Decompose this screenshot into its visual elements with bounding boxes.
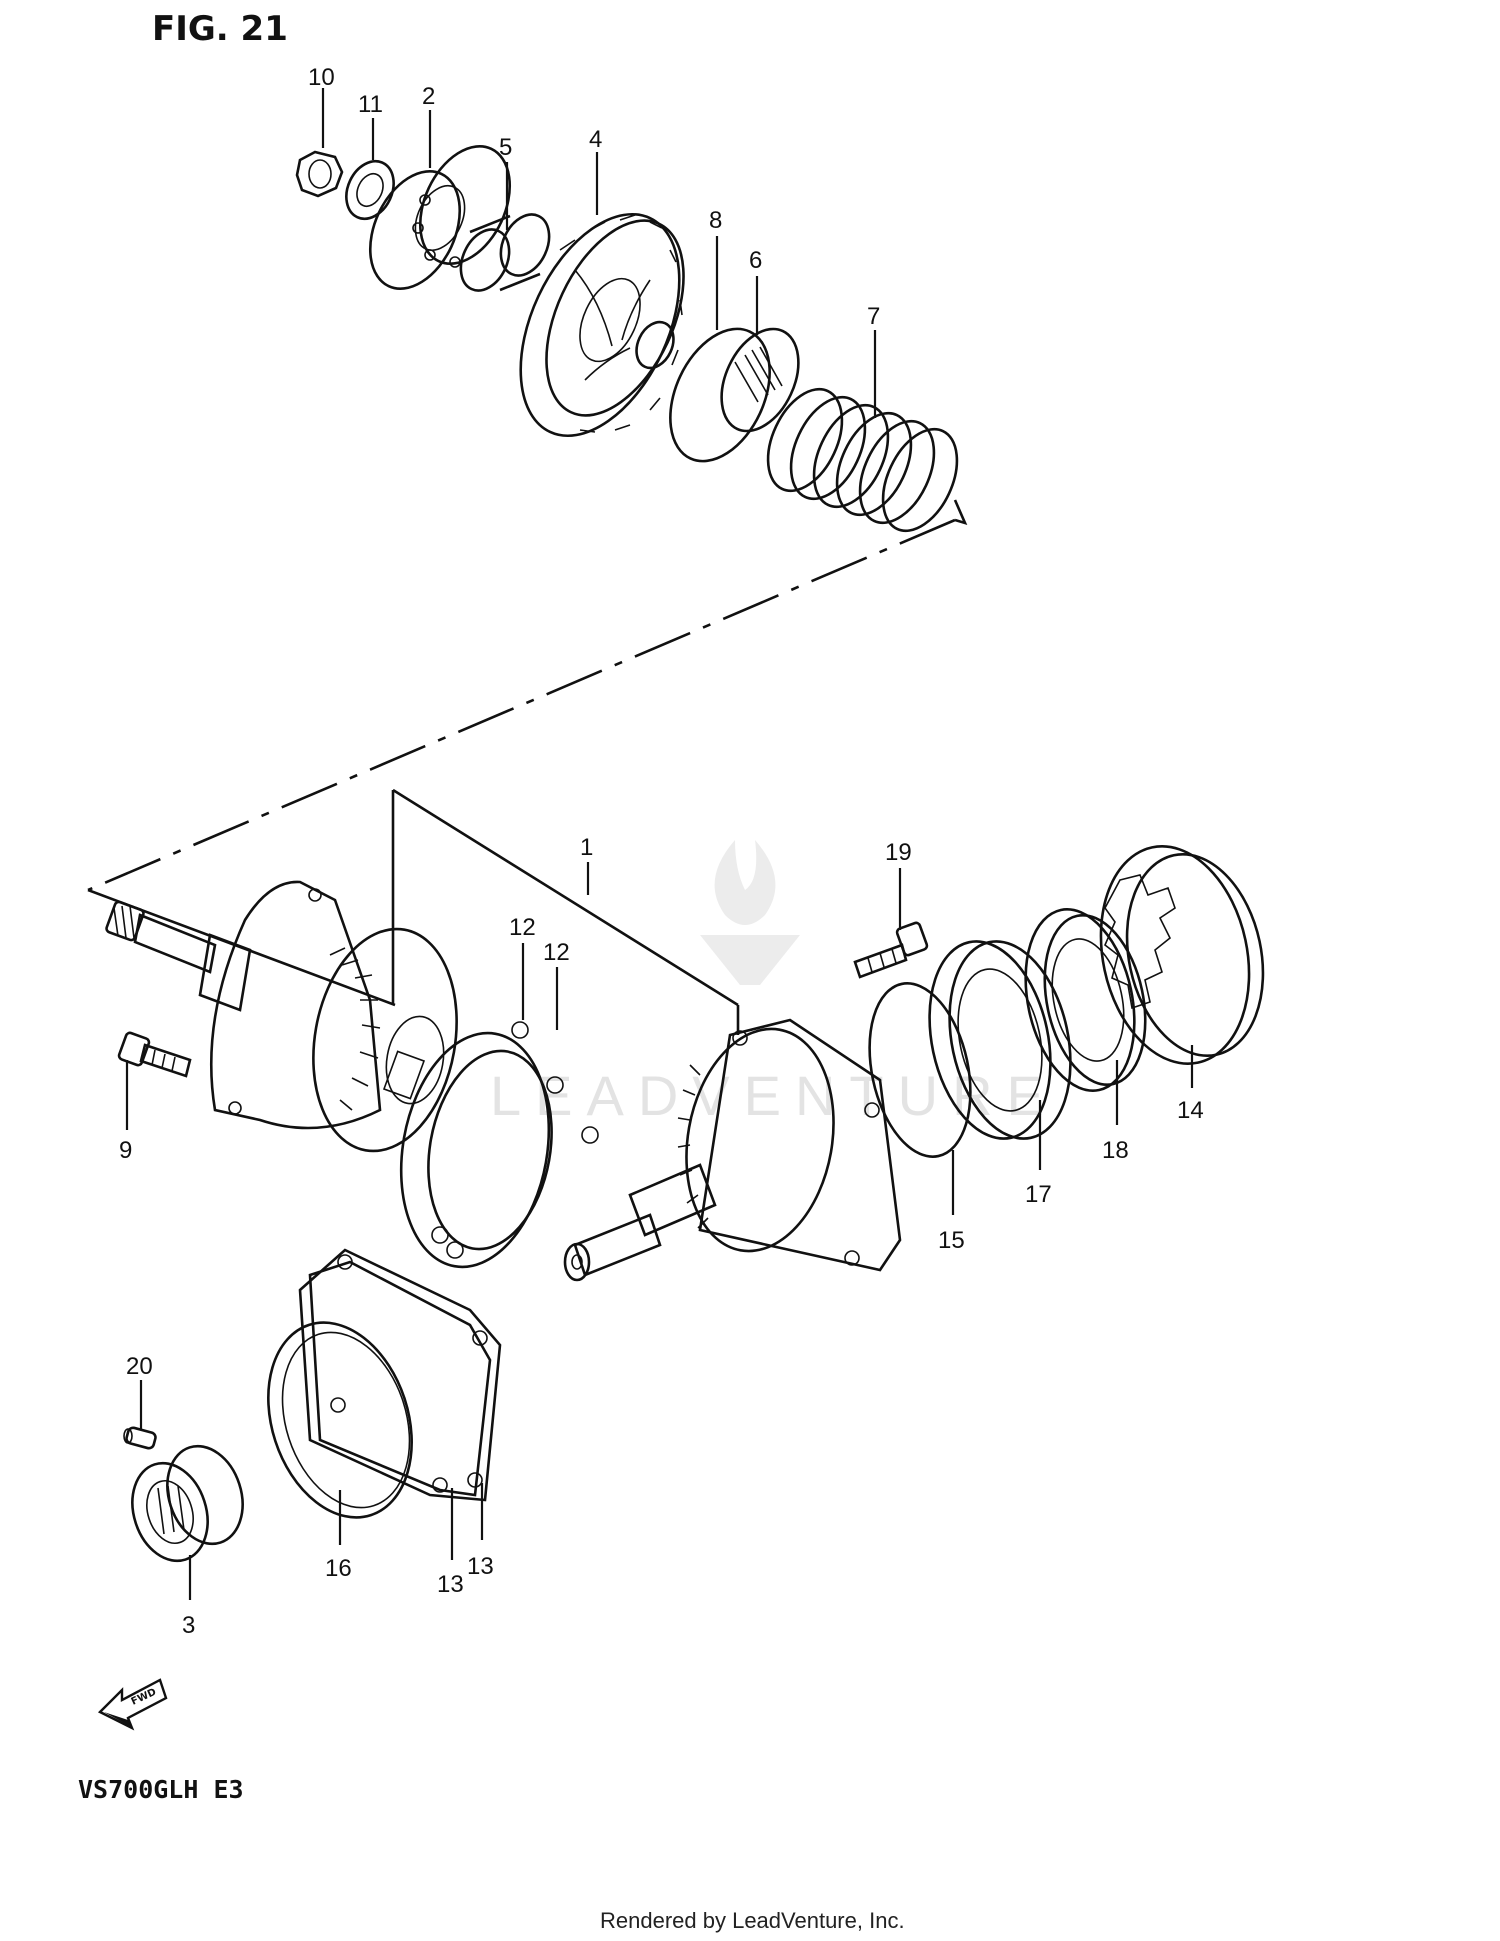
part-10-nut — [295, 150, 344, 198]
part-20-pin — [123, 1426, 157, 1450]
callout-20: 20 — [126, 1353, 153, 1380]
callout-4: 4 — [589, 126, 602, 153]
footer-credit: Rendered by LeadVenture, Inc. — [600, 1908, 905, 1933]
part-3-needle-bearing — [131, 1444, 244, 1563]
callout-17: 17 — [1025, 1181, 1052, 1208]
callout-15: 15 — [938, 1227, 965, 1254]
part-1-case — [563, 1018, 902, 1282]
part-19-bolt — [853, 921, 929, 979]
model-code: VS700GLH E3 — [78, 1775, 244, 1804]
part-5-spacer — [459, 213, 551, 292]
part-6-cam — [669, 327, 800, 463]
callout-11: 11 — [358, 91, 383, 118]
watermark-text: LEADVENTURE — [490, 1064, 1058, 1127]
callout-12a: 12 — [509, 914, 536, 941]
callout-2: 2 — [422, 83, 435, 110]
part-12-shim — [399, 1021, 599, 1269]
callout-5: 5 — [499, 134, 512, 161]
part-14-lock-nut — [1099, 845, 1265, 1065]
callout-13b: 13 — [467, 1553, 494, 1580]
callout-7: 7 — [867, 303, 880, 330]
callout-16: 16 — [325, 1555, 352, 1582]
callout-9: 9 — [119, 1137, 132, 1164]
part-8-circlip — [635, 320, 675, 370]
callout-19: 19 — [885, 839, 912, 866]
fwd-arrow-icon: FWD — [97, 1678, 168, 1731]
callout-18: 18 — [1102, 1137, 1129, 1164]
part-18-oil-seal — [1024, 908, 1147, 1092]
part-11-washer — [345, 159, 395, 221]
part-9-bolt — [117, 1031, 192, 1078]
callout-3: 3 — [182, 1612, 195, 1639]
callout-14: 14 — [1177, 1097, 1204, 1124]
part-7-spring — [766, 387, 959, 533]
watermark: LEADVENTURE — [490, 840, 1058, 1127]
part-13-gasket — [298, 1248, 502, 1502]
callout-8: 8 — [709, 207, 722, 234]
callout-10: 10 — [308, 64, 335, 91]
part-16-o-ring — [267, 1321, 413, 1519]
part-17-bearing — [928, 940, 1072, 1140]
part-pinion-housing — [105, 880, 458, 1153]
callout-1: 1 — [580, 834, 593, 861]
callout-6: 6 — [749, 247, 762, 274]
part-2-bearing — [368, 145, 512, 290]
part-15-o-ring — [868, 982, 972, 1158]
part-4-gear — [519, 212, 685, 438]
callout-12b: 12 — [543, 939, 570, 966]
callout-13a: 13 — [437, 1571, 464, 1598]
figure-title: FIG. 21 — [152, 9, 288, 49]
